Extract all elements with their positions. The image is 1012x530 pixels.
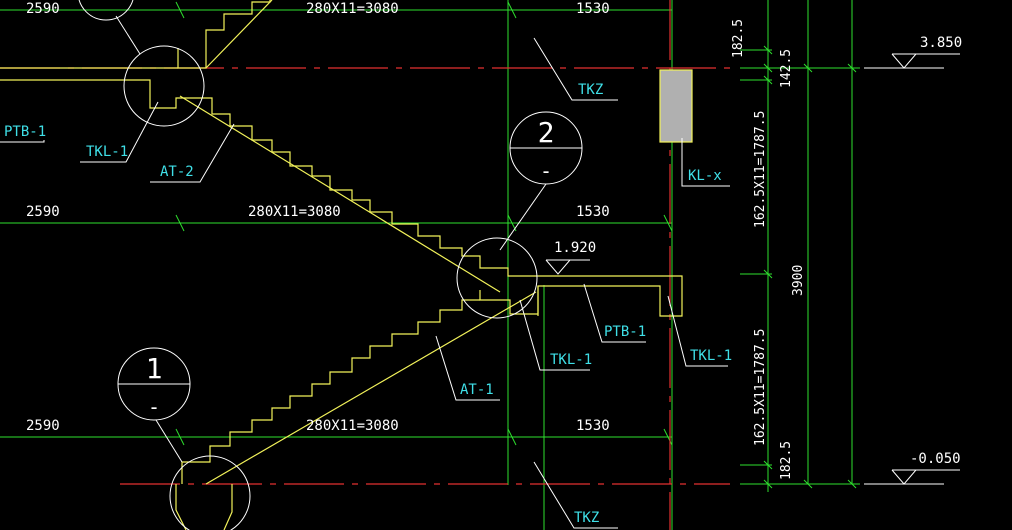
label-kl: KL-x <box>688 168 722 184</box>
label-ptb1-mid: PTB-1 <box>604 324 646 340</box>
dim-bot-left: 2590 <box>26 418 60 434</box>
bubble-2[interactable]: 2 - <box>509 111 583 185</box>
label-tkl1-mid: TKL-1 <box>550 352 592 368</box>
dim-v-182-top: 182.5 <box>731 19 746 58</box>
level-bottom-text: -0.050 <box>910 451 961 467</box>
label-ptb1-left: PTB-1 <box>4 124 46 140</box>
level-marker-bottom: -0.050 <box>864 451 961 485</box>
dim-v-flight-top: 162.5X11=1787.5 <box>753 111 768 228</box>
label-at2: AT-2 <box>160 164 194 180</box>
label-tkz-top: TKZ <box>578 82 603 98</box>
dim-mid-left: 2590 <box>26 204 60 220</box>
section-circles <box>78 0 538 530</box>
dim-bot-right: 1530 <box>576 418 610 434</box>
dim-top-right: 1530 <box>576 1 610 17</box>
level-marker-top: 3.850 <box>864 35 962 69</box>
stair-geometry <box>0 0 683 530</box>
dim-v-182-bot: 182.5 <box>779 441 794 480</box>
bubble-1[interactable]: 1 - <box>117 347 191 421</box>
bubble-1-sub: - <box>148 395 160 419</box>
level-mid-text: 1.920 <box>554 240 596 256</box>
dim-mid-right: 1530 <box>576 204 610 220</box>
label-tkz-bot: TKZ <box>574 510 599 526</box>
dimension-texts: 2590 280X11=3080 1530 2590 280X11=3080 1… <box>26 1 806 480</box>
label-at1: AT-1 <box>460 382 494 398</box>
level-top-text: 3.850 <box>920 35 962 51</box>
dim-v-142: 142.5 <box>779 49 794 88</box>
dim-top-left: 2590 <box>26 1 60 17</box>
dimension-lines <box>0 0 860 530</box>
dim-v-flight-bot: 162.5X11=1787.5 <box>753 329 768 446</box>
label-tkl1-left: TKL-1 <box>86 144 128 160</box>
level-marker-mid: 1.920 <box>545 240 596 275</box>
leader-lines <box>0 15 730 529</box>
dim-mid-mid: 280X11=3080 <box>248 204 341 220</box>
member-labels: PTB-1 TKL-1 AT-2 TKZ KL-x TKL-1 PTB-1 TK… <box>4 82 732 526</box>
dim-top-mid: 280X11=3080 <box>306 1 399 17</box>
bubble-2-number: 2 <box>538 116 555 149</box>
kl-column <box>659 69 693 143</box>
dim-v-3900: 3900 <box>791 265 806 296</box>
dim-bot-mid: 280X11=3080 <box>306 418 399 434</box>
bubble-2-sub: - <box>540 159 552 183</box>
bubble-1-number: 1 <box>146 352 163 385</box>
label-tkl1-right: TKL-1 <box>690 348 732 364</box>
